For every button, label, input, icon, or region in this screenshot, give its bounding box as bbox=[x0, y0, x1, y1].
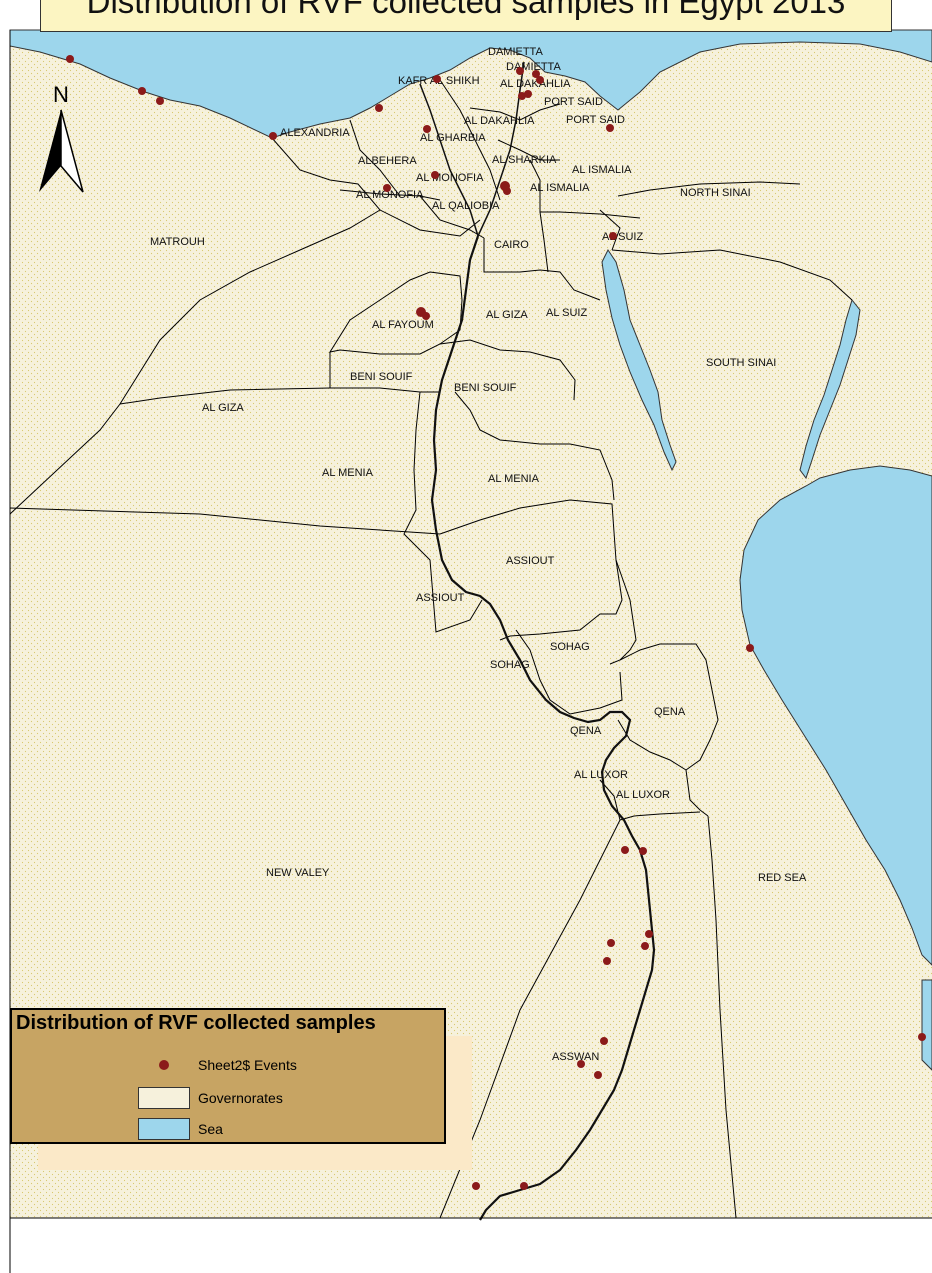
gov-label: AL GHARBIA bbox=[420, 132, 486, 144]
sample-event-dot bbox=[516, 67, 524, 75]
sample-event-dot bbox=[532, 70, 540, 78]
sample-event-dot bbox=[600, 1037, 608, 1045]
gov-label: SOHAG bbox=[550, 641, 590, 653]
gov-label: AL ISMALIA bbox=[572, 164, 632, 176]
gov-label: CAIRO bbox=[494, 239, 529, 251]
sample-event-dot bbox=[606, 124, 614, 132]
gov-label: AL SHARKIA bbox=[492, 154, 557, 166]
sample-event-dot bbox=[138, 87, 146, 95]
governorate-boundaries bbox=[9, 79, 737, 1219]
sample-event-dot bbox=[423, 125, 431, 133]
legend-label: Sea bbox=[198, 1121, 223, 1137]
gov-label: NEW VALEY bbox=[266, 867, 330, 879]
governorate-labels: DAMIETTA DAMIETTA KAFR AL SHIKH AL DAKAH… bbox=[150, 46, 807, 1063]
gov-label: ALEXANDRIA bbox=[280, 127, 350, 139]
sample-event-dot bbox=[536, 76, 544, 84]
gov-label: AL MENIA bbox=[322, 467, 374, 479]
gov-label: BENI SOUIF bbox=[454, 382, 517, 394]
legend-title: Distribution of RVF collected samples bbox=[16, 1012, 376, 1034]
gov-label: AL GIZA bbox=[486, 309, 528, 321]
sample-event-dot bbox=[66, 55, 74, 63]
red-sea bbox=[739, 465, 932, 966]
nile-river bbox=[430, 235, 656, 1221]
sample-event-dot bbox=[520, 1182, 528, 1190]
gulf-of-aqaba bbox=[799, 298, 861, 480]
gov-label: AL MONOFIA bbox=[416, 172, 484, 184]
sample-event-dot bbox=[472, 1182, 480, 1190]
legend-sea-icon bbox=[138, 1118, 190, 1140]
map-title: Distribution of RVF collected samples in… bbox=[86, 0, 846, 20]
gov-label: ASSIOUT bbox=[506, 555, 555, 567]
sample-event-dot bbox=[621, 846, 629, 854]
gov-label: AL FAYOUM bbox=[372, 319, 434, 331]
gov-label: QENA bbox=[654, 706, 686, 718]
north-arrow-icon bbox=[39, 109, 84, 193]
gulf-of-suez bbox=[601, 249, 677, 472]
sample-event-dot bbox=[524, 90, 532, 98]
map-title-box: Distribution of RVF collected samples in… bbox=[40, 0, 892, 32]
gov-label: AL ISMALIA bbox=[530, 182, 590, 194]
sample-event-dot bbox=[503, 187, 511, 195]
legend: Distribution of RVF collected samples Sh… bbox=[10, 1008, 446, 1144]
gov-label: AL DAKAHLIA bbox=[464, 115, 535, 127]
red-sea-lower bbox=[921, 979, 932, 1071]
sample-event-dot bbox=[609, 232, 617, 240]
sample-events bbox=[66, 55, 926, 1190]
legend-land-icon bbox=[138, 1087, 190, 1109]
sample-event-dot bbox=[645, 930, 653, 938]
gov-label: AL LUXOR bbox=[616, 789, 670, 801]
gov-label: AL GIZA bbox=[202, 402, 244, 414]
gov-label: RED SEA bbox=[758, 872, 807, 884]
gov-label: AL MENIA bbox=[488, 473, 540, 485]
gov-label: AL SUIZ bbox=[546, 307, 587, 319]
sample-event-dot bbox=[603, 957, 611, 965]
gov-label: PORT SAID bbox=[566, 114, 625, 126]
gov-label: ASSIOUT bbox=[416, 592, 465, 604]
gov-label: ASSWAN bbox=[552, 1051, 599, 1063]
gov-label: MATROUH bbox=[150, 236, 205, 248]
sample-event-dot bbox=[383, 184, 391, 192]
gov-label: BENI SOUIF bbox=[350, 371, 413, 383]
gov-label: AL QALIOBIA bbox=[432, 200, 500, 212]
sample-event-dot bbox=[431, 171, 439, 179]
legend-label: Governorates bbox=[198, 1090, 283, 1106]
gov-label: AL LUXOR bbox=[574, 769, 628, 781]
sample-event-dot bbox=[746, 644, 754, 652]
sample-event-dot bbox=[639, 847, 647, 855]
gov-label: SOUTH SINAI bbox=[706, 357, 776, 369]
mediterranean-sea bbox=[9, 29, 932, 139]
nile-delta bbox=[419, 61, 525, 237]
north-arrow: N bbox=[36, 82, 86, 202]
gov-label: AL SUIZ bbox=[602, 231, 643, 243]
gov-label: QENA bbox=[570, 725, 602, 737]
sample-event-dot bbox=[433, 75, 441, 83]
gov-label: ALBEHERA bbox=[358, 155, 417, 167]
sample-event-dot bbox=[422, 312, 430, 320]
gov-label: PORT SAID bbox=[544, 96, 603, 108]
sample-event-dot bbox=[375, 104, 383, 112]
sample-event-dot bbox=[577, 1060, 585, 1068]
sample-event-dot bbox=[156, 97, 164, 105]
sample-event-dot bbox=[607, 939, 615, 947]
sample-event-dot bbox=[269, 132, 277, 140]
gov-label: DAMIETTA bbox=[488, 46, 543, 58]
legend-dot-icon bbox=[138, 1054, 190, 1076]
gov-label: AL MONOFIA bbox=[356, 189, 424, 201]
sample-event-dot bbox=[594, 1071, 602, 1079]
gov-label: NORTH SINAI bbox=[680, 187, 751, 199]
legend-label: Sheet2$ Events bbox=[198, 1057, 297, 1073]
sample-event-dot bbox=[641, 942, 649, 950]
north-label: N bbox=[53, 82, 69, 107]
sample-event-dot bbox=[918, 1033, 926, 1041]
gov-label: AL DAKAHLIA bbox=[500, 78, 571, 90]
sinai-boundary bbox=[599, 181, 853, 301]
gov-label: SOHAG bbox=[490, 659, 530, 671]
